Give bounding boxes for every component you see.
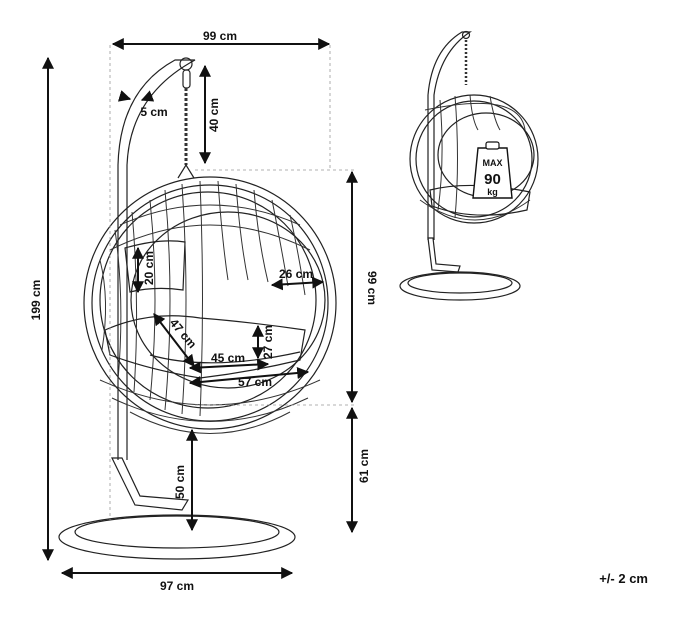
label-seat-depth: 45 cm — [211, 351, 245, 365]
label-seat-width: 57 cm — [238, 375, 272, 389]
label-total-height: 199 cm — [29, 280, 43, 321]
basket — [83, 176, 337, 434]
label-stand-thickness: 5 cm — [140, 105, 167, 119]
preview-chair-drawing: MAX 90 kg — [399, 30, 539, 301]
stand-pole — [117, 59, 196, 460]
label-base-width: 97 cm — [160, 579, 194, 593]
tolerance-note: +/- 2 cm — [599, 571, 648, 586]
label-seat-diagonal: 47 cm — [167, 316, 200, 351]
label-cushion-height: 27 cm — [261, 325, 275, 359]
label-basket-height: 99 cm — [365, 271, 379, 305]
chain — [177, 69, 195, 179]
stand-base — [58, 514, 296, 560]
main-chair-drawing: 99 cm 5 cm 40 cm 199 cm 20 cm 26 cm 99 c… — [29, 29, 379, 593]
badge-weight-value: 90 — [484, 171, 501, 188]
label-opening-depth: 26 cm — [279, 267, 313, 281]
badge-unit-text: kg — [487, 187, 498, 197]
label-pillow-height: 20 cm — [142, 251, 156, 285]
max-weight-badge: MAX 90 kg — [472, 141, 513, 199]
label-width-top: 99 cm — [203, 29, 237, 43]
badge-max-text: MAX — [483, 158, 503, 168]
label-ground-clearance: 61 cm — [357, 449, 371, 483]
label-seat-clearance: 50 cm — [173, 465, 187, 499]
label-chain-length: 40 cm — [207, 98, 221, 132]
